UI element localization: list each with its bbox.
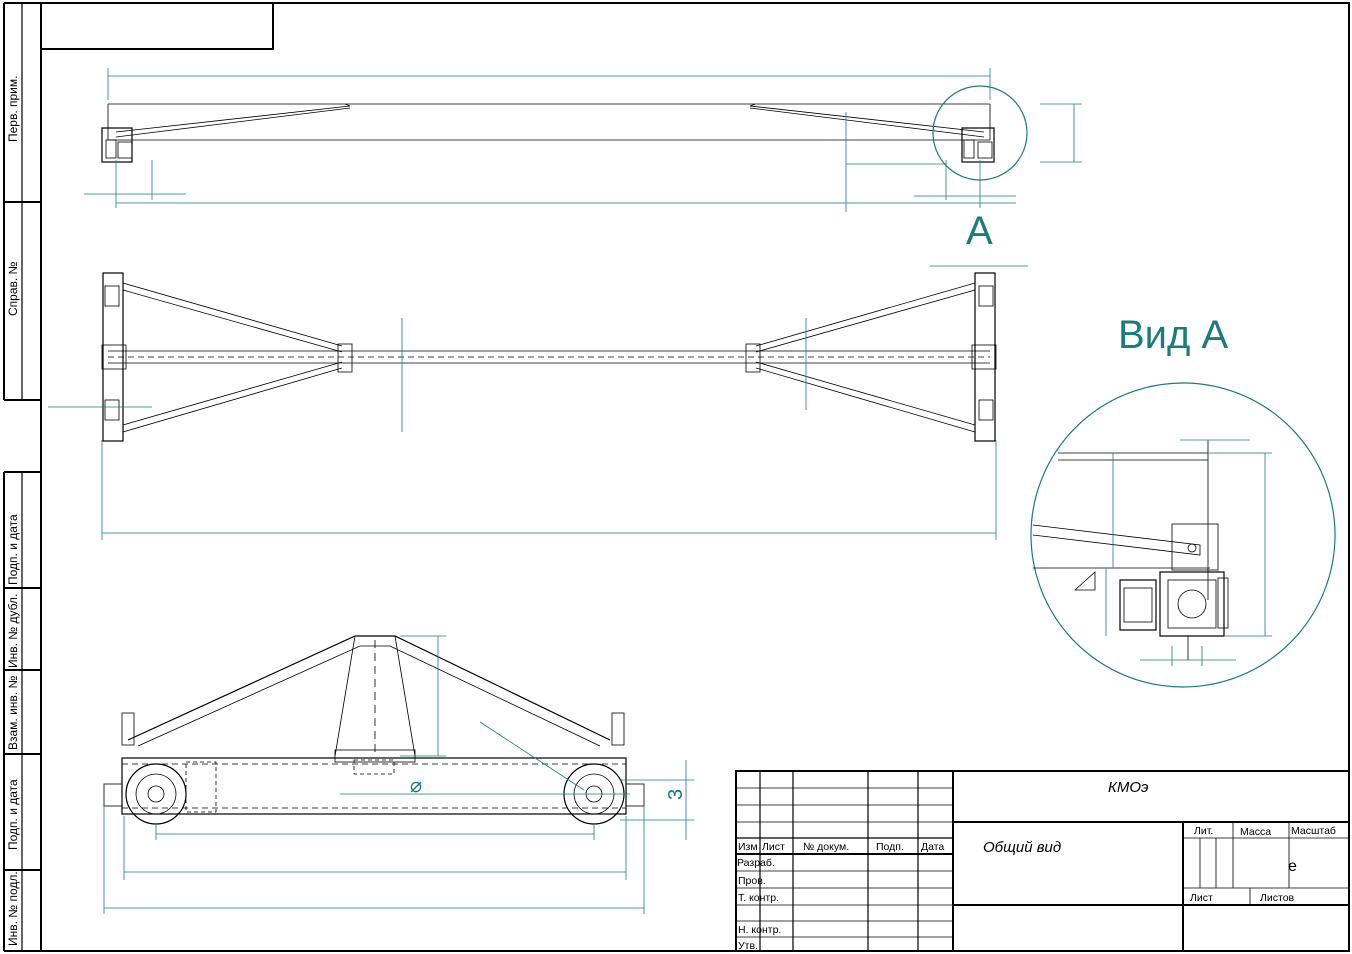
row-razrab: Разраб. [737, 857, 775, 869]
stamp-label-perv-prim: Перв. прим. [6, 76, 20, 142]
drawing-designation: КМОэ [1108, 779, 1148, 796]
stamp-label-inv-podl: Инв. № подл. [6, 871, 20, 946]
col-sign: Подп. [876, 841, 904, 853]
detail-callout-circle [932, 85, 1028, 181]
view-a-detail [1030, 382, 1336, 688]
diameter-symbol: ⌀ [410, 773, 422, 797]
drawing-name: Общий вид [983, 839, 1061, 856]
stamp-label-sprav-no: Справ. № [6, 261, 20, 316]
scale-label: Масштаб [1291, 825, 1336, 837]
col-izm: Изм [738, 841, 758, 853]
sheets-label: Листов [1260, 892, 1295, 904]
view-a-marker: A [966, 209, 993, 253]
row-prov: Пров. [738, 875, 766, 887]
plan-view [48, 265, 1028, 540]
stamp-label-podp-data-1: Подп. и дата [6, 514, 20, 585]
col-doc: № докум. [803, 841, 849, 853]
row-t-kontr: Т. контр. [738, 892, 779, 904]
drawing-frame [40, 2, 1350, 952]
col-list: Лист [762, 841, 785, 853]
stamp-label-podp-data-2: Подп. и дата [6, 779, 20, 850]
front-view [84, 68, 1082, 212]
row-n-kontr: Н. контр. [738, 924, 781, 936]
sheet-label: Лист [1190, 892, 1213, 904]
title-block: Изм Лист № докум. Подп. Дата Разраб. Про… [735, 770, 1350, 952]
side-stamp: Перв. прим. Справ. № Подп. и дата Инв. №… [3, 2, 41, 952]
view-a-title: Вид А [1118, 313, 1228, 357]
mass-label: Масса [1240, 826, 1271, 838]
col-date: Дата [921, 841, 944, 853]
stamp-label-vzam-inv: Взам. инв. № [6, 676, 20, 750]
row-utv: Утв. [738, 940, 758, 952]
lit-label: Лит. [1194, 825, 1213, 837]
side-view: ⌀ 3 [103, 635, 694, 914]
dimension-3: 3 [665, 789, 687, 800]
stamp-label-inv-dubl: Инв. № дубл. [6, 594, 20, 668]
scale-value: е [1288, 858, 1297, 875]
